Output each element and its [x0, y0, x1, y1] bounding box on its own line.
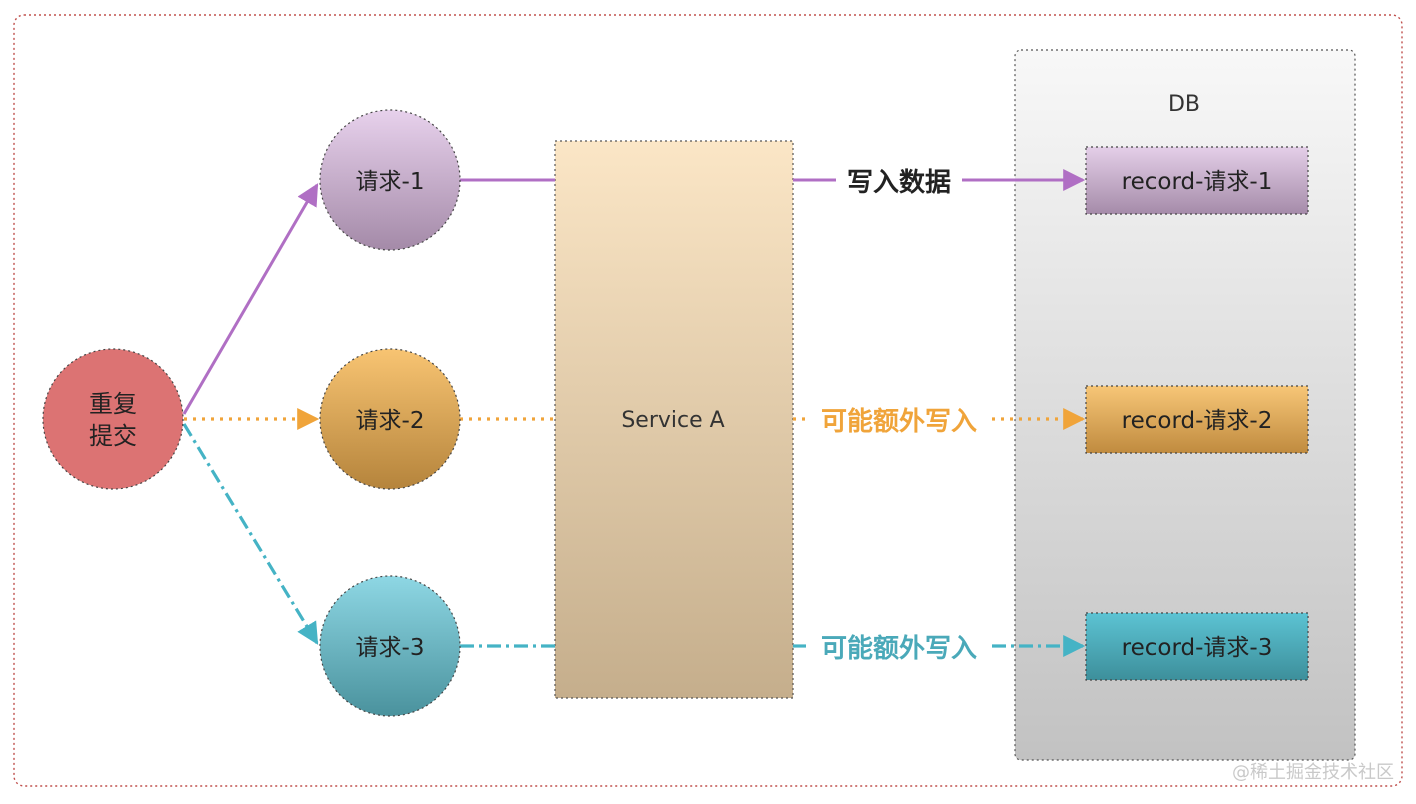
request-3-label: 请求-3: [356, 635, 425, 661]
submit-label-line2: 提交: [89, 422, 137, 450]
db-label: DB: [1168, 92, 1200, 117]
request-3-node: [319, 575, 461, 717]
request-2-label: 请求-2: [356, 408, 425, 434]
edge-submit-to-request-3: [182, 423, 319, 645]
service-a-box: [554, 140, 794, 699]
service-a-label: Service A: [621, 408, 724, 433]
maybe-write-label-2: 可能额外写入: [821, 406, 977, 437]
edge-submit-to-request-1: [182, 183, 319, 415]
record-3-box: [1085, 612, 1309, 681]
request-1-label: 请求-1: [356, 169, 425, 195]
submit-label-line1: 重复: [89, 390, 137, 418]
record-1-box: [1085, 146, 1309, 215]
watermark: @稀土掘金技术社区: [1232, 762, 1394, 783]
write-data-label: 写入数据: [847, 168, 951, 198]
record-1-label: record-请求-1: [1122, 169, 1273, 195]
record-3-label: record-请求-3: [1122, 635, 1273, 661]
record-2-box: [1085, 385, 1309, 454]
maybe-write-label-3: 可能额外写入: [821, 633, 977, 664]
request-2-node: [319, 348, 461, 490]
request-1-node: [319, 109, 461, 251]
submit-node: [42, 348, 184, 490]
record-2-label: record-请求-2: [1122, 408, 1273, 434]
